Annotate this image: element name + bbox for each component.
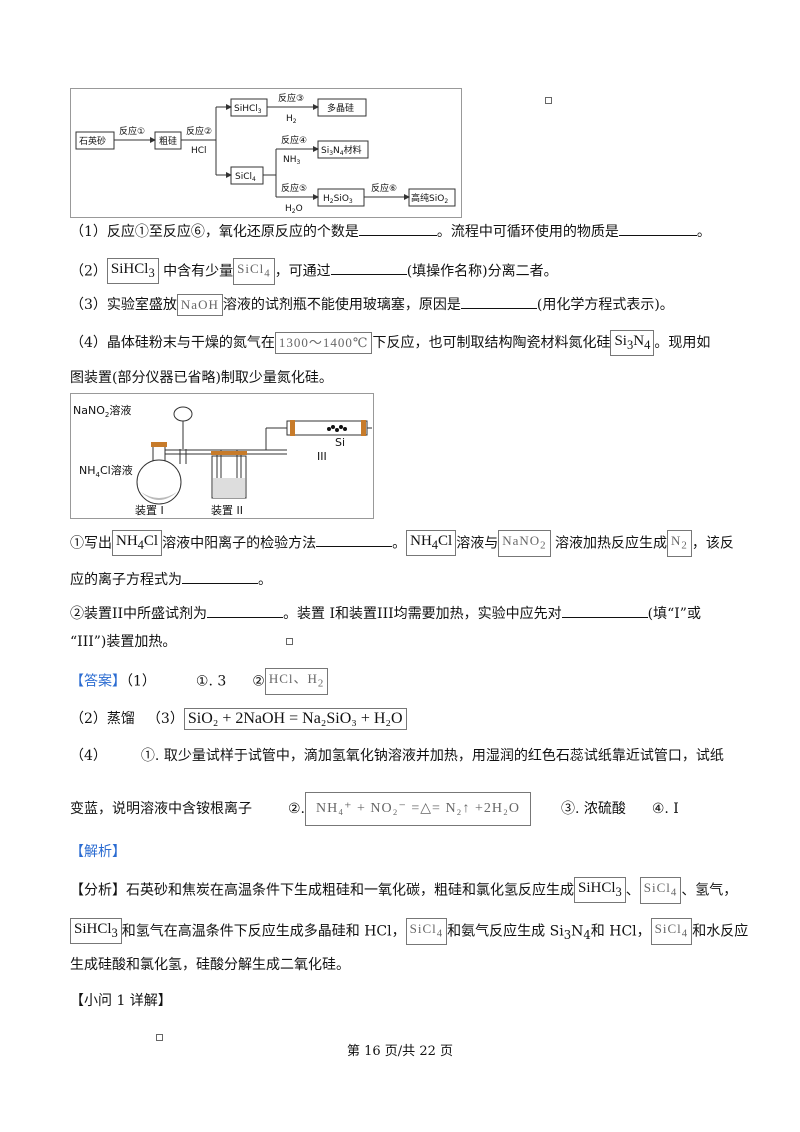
analysis-subheading: 【小问 1 详解】 bbox=[70, 993, 172, 1009]
flow-hcl: HCl bbox=[191, 146, 207, 156]
marker-square bbox=[156, 1034, 163, 1041]
label-nano2: NaNO2溶液 bbox=[73, 403, 131, 419]
apparatus-figure: NaNO2溶液 NH4Cl溶液 装置 I 装置 II Si III bbox=[70, 393, 374, 519]
flow-r5: 反应⑤ bbox=[281, 182, 307, 194]
label-nh4cl: NH4Cl溶液 bbox=[79, 463, 133, 479]
flow-si3n4: Si3N4材料 bbox=[321, 144, 362, 157]
answer-line-2: （2）蒸馏（3）SiO₂ + 2NaOH = Na₂SiO₃ + H₂O bbox=[70, 708, 407, 730]
analysis-tag: 【解析】 bbox=[70, 844, 126, 860]
label-device-2: 装置 II bbox=[211, 504, 243, 517]
answer-line-3: （4）①. 取少量试样于试管中，滴加氢氧化钠溶液并加热，用湿润的红色石蕊试纸靠近… bbox=[70, 748, 724, 764]
flow-h2: H2 bbox=[286, 114, 297, 125]
formula-box: HCl、H2 bbox=[264, 668, 329, 695]
label-si: Si bbox=[335, 436, 345, 449]
page-footer: 第 16 页/共 22 页 bbox=[347, 1044, 453, 1059]
flow-r2: 反应② bbox=[186, 125, 212, 137]
flow-poly: 多晶硅 bbox=[327, 102, 354, 114]
equation-box: SiO₂ + 2NaOH = Na₂SiO₃ + H₂O bbox=[183, 708, 407, 730]
flow-start: 石英砂 bbox=[79, 135, 106, 147]
answer-tag: 【答案】 bbox=[70, 673, 126, 690]
question-4-cont: 图装置(部分仪器已省略)制取少量氮化硅。 bbox=[70, 370, 333, 386]
flow-diagram-svg: 石英砂 反应① 粗硅 反应② HCl SiHCl3 反应③ H2 多晶硅 反应④… bbox=[75, 92, 456, 215]
formula-box: SiHCl3 bbox=[70, 918, 122, 945]
flow-r1: 反应① bbox=[119, 125, 145, 137]
flow-h2sio3: H2SiO3 bbox=[323, 194, 353, 205]
formula-box: NH4Cl bbox=[112, 530, 163, 557]
formula-box: 1300～1400℃ bbox=[274, 332, 373, 354]
flow-sicl4: SiCl4 bbox=[235, 172, 256, 183]
blank[interactable] bbox=[182, 569, 258, 584]
question-1: （1）反应①至反应⑥，氧化还原反应的个数是。流程中可循环使用的物质是。 bbox=[70, 221, 711, 242]
formula-box: N2 bbox=[667, 530, 692, 557]
flow-crude: 粗硅 bbox=[159, 135, 177, 147]
question-4-1-cont: 应的离子方程式为。 bbox=[70, 569, 272, 590]
question-4-2-cont: “III”)装置加热。 bbox=[70, 634, 177, 650]
label-device-1: 装置 I bbox=[135, 504, 164, 517]
formula-box: SiHCl3 bbox=[106, 258, 159, 285]
formula-box: SiCl4 bbox=[405, 918, 448, 945]
blank[interactable] bbox=[358, 221, 437, 236]
blank[interactable] bbox=[316, 532, 393, 548]
flow-h2o: H2O bbox=[285, 204, 303, 215]
flow-diagram: 石英砂 反应① 粗硅 反应② HCl SiHCl3 反应③ H2 多晶硅 反应④… bbox=[70, 88, 462, 218]
formula-box: NaNO2 bbox=[498, 530, 551, 557]
equation-box: NH₄⁺ + NO₂⁻ =△= N₂↑ +2H₂O bbox=[305, 792, 531, 826]
apparatus-svg: NaNO2溶液 NH4Cl溶液 装置 I 装置 II Si III bbox=[73, 403, 372, 517]
blank[interactable] bbox=[618, 221, 697, 236]
label-device-3: III bbox=[317, 450, 327, 463]
formula-box: NH4Cl bbox=[406, 530, 457, 557]
flow-sihcl3: SiHCl3 bbox=[234, 104, 262, 115]
blank[interactable] bbox=[561, 603, 648, 618]
flow-r3: 反应③ bbox=[278, 92, 304, 104]
formula-box: Si3N4 bbox=[610, 330, 655, 356]
flow-nh3: NH3 bbox=[283, 155, 301, 166]
question-4-2: ②装置II中所盛试剂为。装置 I和装置III均需要加热，实验中应先对(填“I”或 bbox=[70, 603, 701, 624]
marker-square bbox=[545, 97, 552, 104]
formula-box: SiCl4 bbox=[233, 258, 275, 285]
formula-box: SiCl4 bbox=[650, 918, 693, 945]
blank[interactable] bbox=[460, 294, 537, 309]
marker-square bbox=[286, 638, 293, 645]
flow-r4: 反应④ bbox=[281, 134, 307, 146]
formula-box: SiCl4 bbox=[639, 877, 682, 904]
formula-box: SiHCl3 bbox=[574, 877, 626, 904]
flow-pure: 高纯SiO2 bbox=[411, 192, 448, 205]
blank[interactable] bbox=[330, 260, 407, 276]
flow-r6: 反应⑥ bbox=[371, 182, 397, 194]
blank[interactable] bbox=[207, 603, 284, 618]
analysis-line-3: 生成硅酸和氯化氢，硅酸分解生成二氧化硅。 bbox=[70, 957, 350, 973]
formula-box: NaOH bbox=[176, 294, 223, 316]
